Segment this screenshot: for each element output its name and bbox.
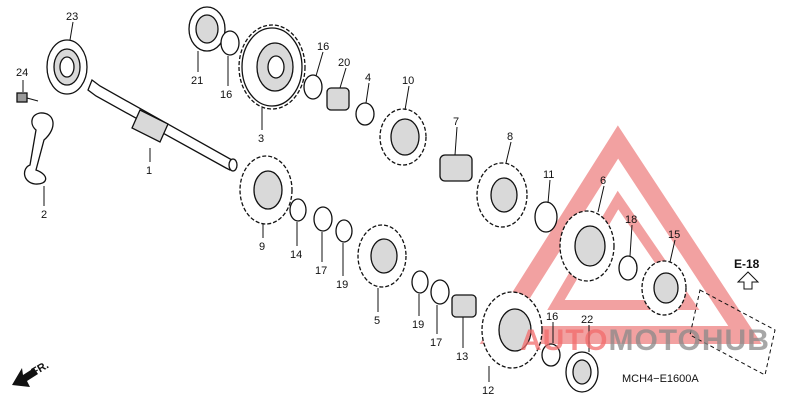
- callout-24[interactable]: 24: [16, 67, 28, 79]
- callout-11[interactable]: 11: [543, 169, 554, 181]
- callout-19a[interactable]: 19: [336, 279, 348, 291]
- callout-20[interactable]: 20: [338, 57, 350, 69]
- gear-3[interactable]: [238, 24, 306, 110]
- bearing-21[interactable]: [188, 6, 226, 52]
- needle-bearing-7[interactable]: [439, 154, 473, 182]
- callout-23[interactable]: 23: [66, 11, 78, 23]
- callout-7[interactable]: 7: [453, 116, 459, 128]
- callout-16a[interactable]: 16: [220, 89, 232, 101]
- leader-lines: [22, 21, 676, 382]
- callout-17b[interactable]: 17: [430, 337, 442, 349]
- callout-16b[interactable]: 16: [317, 41, 329, 53]
- plate-2[interactable]: [23, 112, 54, 185]
- callout-9[interactable]: 9: [259, 241, 265, 253]
- callout-6[interactable]: 6: [600, 175, 606, 187]
- arrow-up-icon: [736, 271, 760, 290]
- bearing-22[interactable]: [565, 351, 599, 393]
- callout-19b[interactable]: 19: [412, 319, 424, 331]
- needle-bearing-20[interactable]: [326, 87, 350, 111]
- watermark-text: AUTOMOTOHUB: [520, 324, 770, 357]
- washer-16b[interactable]: [303, 74, 323, 100]
- gear-9[interactable]: [239, 155, 293, 225]
- callout-labels: 23 24 2 1 21 16 3 16 20 4 10 7 8 11 6 18…: [16, 11, 680, 397]
- circlip-19a[interactable]: [335, 219, 353, 243]
- callout-8[interactable]: 8: [507, 131, 513, 143]
- callout-13[interactable]: 13: [456, 351, 468, 363]
- washer-18[interactable]: [618, 255, 638, 281]
- callout-2[interactable]: 2: [41, 209, 47, 221]
- callout-1[interactable]: 1: [146, 165, 152, 177]
- bolt-24[interactable]: [16, 92, 39, 103]
- bearing-23[interactable]: [46, 39, 88, 95]
- gear-8[interactable]: [476, 162, 528, 228]
- callout-22[interactable]: 22: [581, 314, 593, 326]
- reference-label: E-18: [734, 257, 760, 271]
- washer-17b[interactable]: [430, 279, 450, 305]
- front-indicator: FR.: [12, 359, 51, 387]
- callout-21[interactable]: 21: [191, 75, 203, 87]
- front-label: FR.: [30, 359, 51, 378]
- callout-4[interactable]: 4: [365, 72, 371, 84]
- needle-bearing-13[interactable]: [451, 294, 477, 318]
- callout-17a[interactable]: 17: [315, 265, 327, 277]
- arrow-front-icon: [12, 368, 38, 387]
- collar-11[interactable]: [534, 201, 558, 233]
- reference-e18[interactable]: E-18: [734, 257, 760, 290]
- callout-5[interactable]: 5: [374, 315, 380, 327]
- washer-16a[interactable]: [220, 30, 240, 56]
- callout-18[interactable]: 18: [625, 214, 637, 226]
- washer-16c[interactable]: [541, 343, 561, 367]
- callout-10[interactable]: 10: [402, 75, 414, 87]
- watermark-part2: MOTOHUB: [608, 324, 769, 357]
- shaft-1[interactable]: [87, 78, 238, 172]
- diagram-code: MCH4−E1600A: [622, 373, 699, 385]
- callout-3[interactable]: 3: [258, 133, 264, 145]
- gear-15[interactable]: [641, 260, 687, 316]
- collar-4[interactable]: [355, 102, 375, 126]
- gear-5[interactable]: [357, 224, 407, 288]
- shaft-outline: [689, 289, 776, 376]
- gear-10[interactable]: [379, 108, 427, 166]
- gear-6[interactable]: [559, 210, 615, 282]
- callout-14[interactable]: 14: [290, 249, 302, 261]
- gear-12[interactable]: [481, 291, 543, 369]
- callout-12[interactable]: 12: [482, 385, 494, 397]
- callout-15[interactable]: 15: [668, 229, 680, 241]
- washer-17a[interactable]: [313, 206, 333, 232]
- callout-16c[interactable]: 16: [546, 311, 558, 323]
- collar-14[interactable]: [289, 198, 307, 222]
- circlip-19b[interactable]: [411, 270, 429, 294]
- watermark-part1: AUTO: [520, 324, 608, 357]
